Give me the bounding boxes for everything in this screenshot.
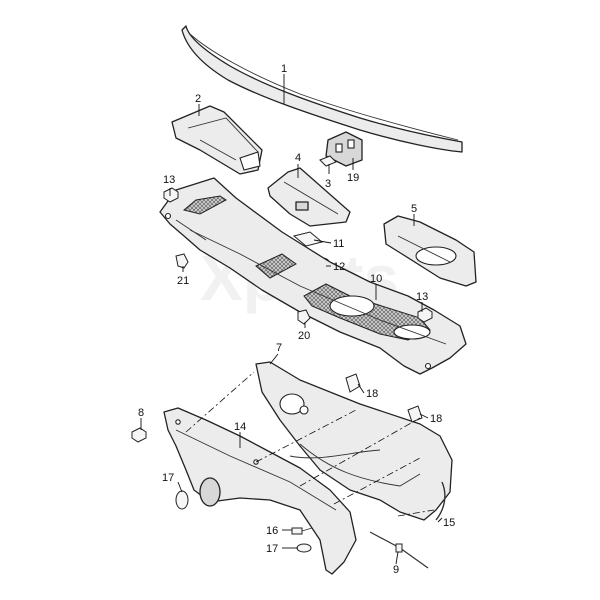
- assembly-lines: [185, 371, 435, 517]
- part-17-washer-right: [296, 543, 312, 553]
- callout-14: 14: [234, 421, 246, 433]
- part-18-clip-a: [345, 373, 361, 393]
- part-11-tab: [292, 231, 324, 247]
- callout-9: 9: [393, 564, 399, 576]
- callout-15: 15: [443, 517, 455, 529]
- callout-20: 20: [298, 330, 310, 342]
- part-18-clip-b: [407, 405, 423, 423]
- callout-3: 3: [325, 178, 331, 190]
- part-15-trim-strip: [435, 481, 446, 521]
- callout-13-left: 13: [163, 174, 175, 186]
- callout-13-right: 13: [416, 291, 428, 303]
- part-4-cover: [267, 167, 351, 227]
- callout-5: 5: [411, 203, 417, 215]
- part-21-clip: [175, 253, 189, 269]
- callout-12: 12: [333, 261, 345, 273]
- callout-19: 19: [347, 172, 359, 184]
- leader-lines: [140, 74, 443, 565]
- part-19-bracket: [325, 131, 363, 167]
- callout-17-left: 17: [162, 472, 174, 484]
- callout-18-b: 18: [430, 413, 442, 425]
- callout-1: 1: [281, 63, 287, 75]
- callout-7: 7: [276, 342, 282, 354]
- part-16-bolt: [291, 527, 313, 535]
- part-2-air-duct: [171, 105, 263, 175]
- part-13-nut-left: [163, 187, 179, 203]
- part-14-lower-panel: [163, 407, 357, 575]
- callout-4: 4: [295, 152, 301, 164]
- part-5-side-cover: [383, 215, 477, 287]
- part-8-nut: [131, 427, 147, 443]
- callout-11: 11: [333, 238, 344, 250]
- callout-8: 8: [138, 407, 144, 419]
- callout-21: 21: [177, 275, 189, 287]
- callout-17-right: 17: [266, 543, 278, 555]
- callout-10: 10: [370, 273, 382, 285]
- part-17-washer-left: [175, 490, 189, 510]
- callout-16: 16: [266, 525, 278, 537]
- callout-2: 2: [195, 93, 201, 105]
- part-3-clip: [319, 155, 337, 167]
- part-13-nut-right: [417, 307, 433, 323]
- part-9-cable: [369, 531, 429, 569]
- part-20-clip: [297, 309, 311, 325]
- part-1-seal-strip: [181, 25, 463, 153]
- part-7-insulation: [255, 361, 453, 521]
- part-10-plenum-panel: [159, 177, 467, 375]
- callout-labels: 1 2 3 4 5 7 8 9 10 11 12 13 13 14 15 16 …: [138, 63, 455, 576]
- callout-18-a: 18: [366, 388, 378, 400]
